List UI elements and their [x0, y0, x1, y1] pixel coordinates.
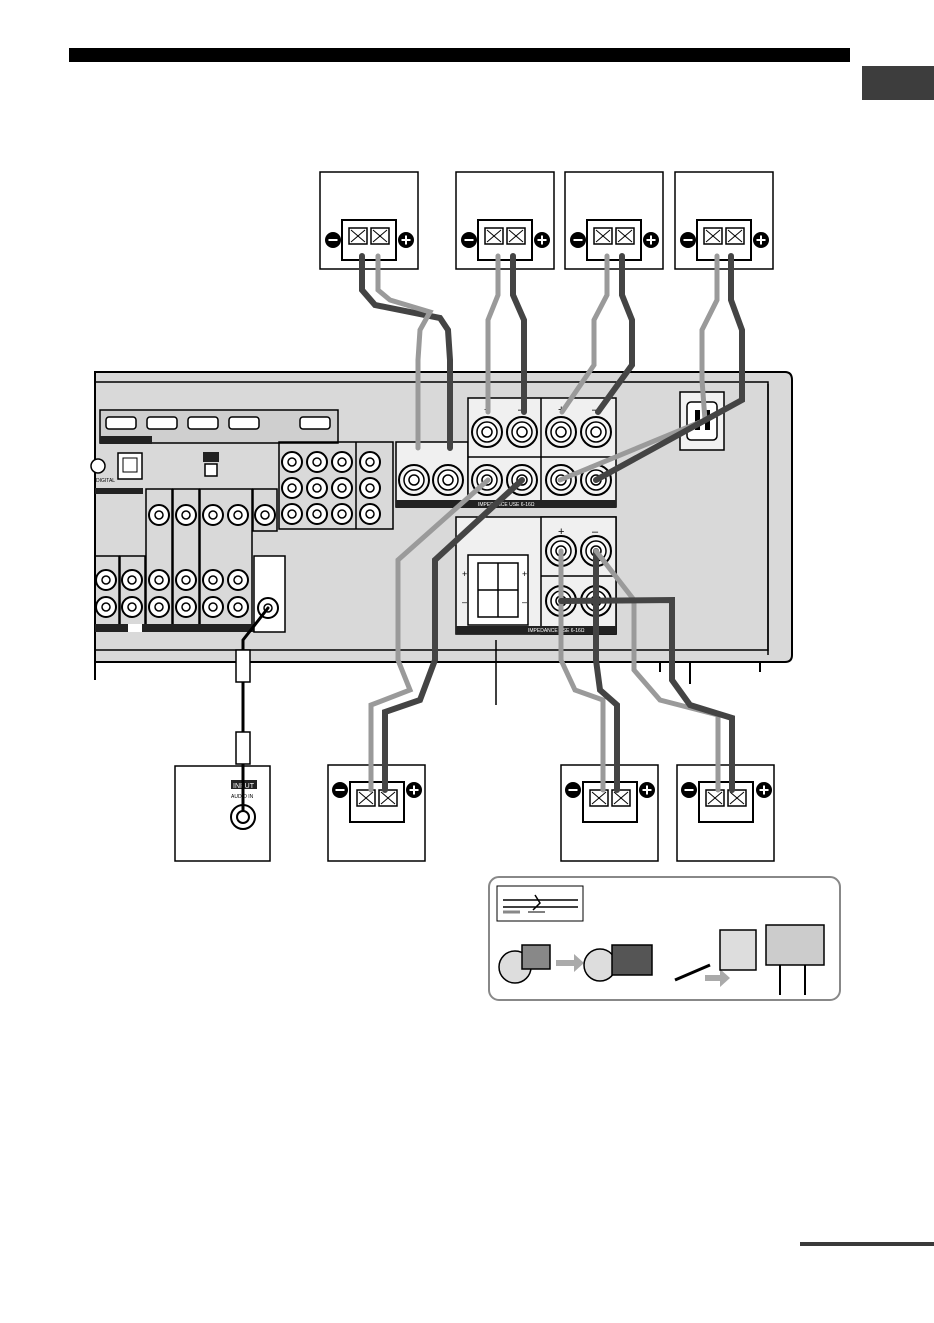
impedance-label-lower: IMPEDANCE USE 6-16Ω [528, 628, 585, 634]
hdmi-ports [100, 410, 338, 444]
subwoofer: INPUT AUDIO IN [175, 766, 270, 861]
digital-label: DIGITAL [96, 478, 115, 484]
speaker-surround-right [561, 765, 658, 861]
receiver-rear-panel: DIGITAL [91, 372, 792, 705]
minus-sign: – [522, 597, 527, 607]
impedance-label-upper: IMPEDANCE USE 6-16Ω [478, 502, 535, 508]
speaker-surround-back-right [675, 172, 773, 269]
plus-sign: + [558, 526, 564, 538]
minus-sign: – [592, 526, 599, 538]
speaker-front-left [320, 172, 418, 269]
speaker-front-right [565, 172, 663, 269]
speaker-surround-left [328, 765, 425, 861]
speaker-center [456, 172, 554, 269]
rca-jack-matrix [279, 442, 393, 529]
speaker-terminals-lower: IMPEDANCE USE 6-16Ω + – + + – – [456, 517, 616, 705]
wire-prep-inset [489, 877, 840, 1000]
plus-sign: + [522, 569, 527, 579]
minus-sign: – [462, 597, 467, 607]
plus-sign: + [462, 569, 467, 579]
speaker-surround-back-left [677, 765, 774, 861]
